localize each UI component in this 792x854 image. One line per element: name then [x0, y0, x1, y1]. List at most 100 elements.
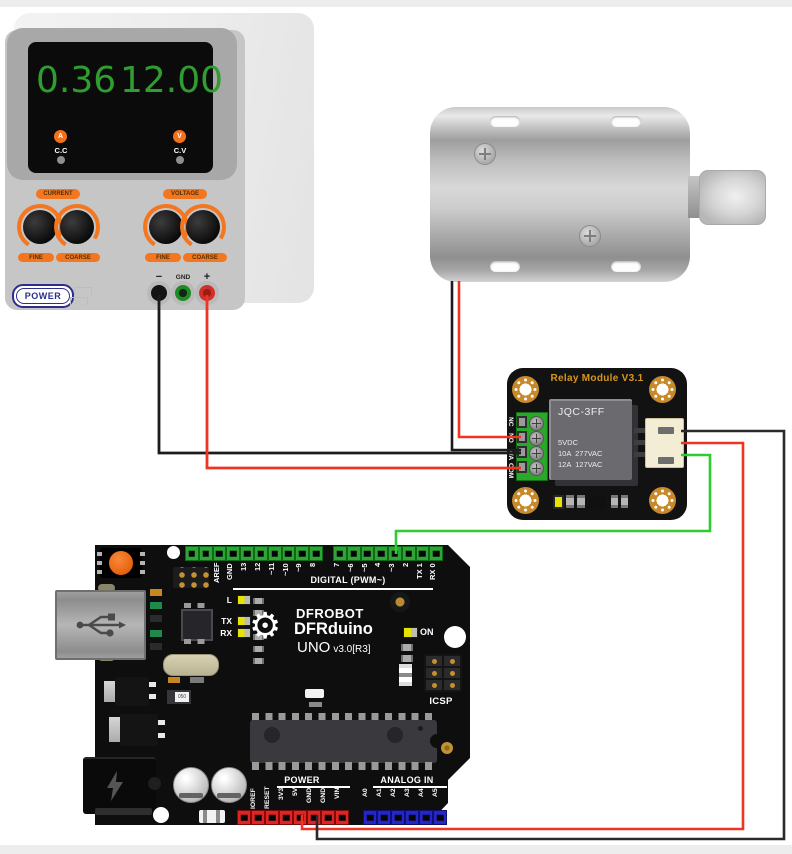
terminal-screw — [529, 446, 544, 461]
smd-part — [253, 610, 264, 616]
electrolytic-capacitor — [173, 767, 209, 803]
dc-power-jack[interactable] — [83, 757, 156, 814]
usb-icon — [76, 613, 126, 637]
current-coarse-knob[interactable] — [60, 210, 94, 244]
icsp-header[interactable] — [424, 654, 462, 692]
amp-indicator-icon: A — [54, 130, 67, 143]
digital-underline — [233, 588, 433, 590]
relay-title: Relay Module V3.1 — [550, 373, 644, 384]
terminal-wire-slot — [517, 431, 527, 443]
aux-header — [173, 567, 209, 588]
smd-part — [309, 702, 322, 707]
solenoid-screw — [579, 225, 601, 247]
regulator-pin — [158, 733, 165, 738]
square-wave-icon — [70, 297, 88, 305]
relay-component: JQC-3FF 5VDC 10A 277VAC 12A 127VAC — [549, 399, 632, 480]
header-pin[interactable] — [309, 546, 323, 561]
relay-spec: 10A 277VAC — [558, 449, 603, 458]
mounting-hole — [512, 376, 539, 403]
led-l-label: L — [226, 595, 232, 605]
board-hole — [444, 626, 466, 648]
power-button[interactable]: POWER — [12, 284, 74, 308]
terminal-wire-slot — [517, 461, 527, 473]
minus-terminal[interactable] — [147, 281, 171, 305]
jst-pin — [634, 440, 646, 445]
solenoid-latch — [699, 170, 766, 225]
wire-psu-plus-to-relay — [205, 295, 521, 470]
diode-part: 050 — [167, 690, 191, 704]
on-label: ON — [420, 627, 434, 637]
qfp-pins — [184, 639, 206, 644]
smd-capacitor — [399, 664, 412, 686]
smd-resistor — [566, 495, 574, 508]
wire-solenoid-black — [450, 281, 521, 452]
smd-part — [253, 646, 264, 652]
brand-dfrobot: DFROBOT — [296, 606, 364, 621]
regulator-tab — [109, 717, 120, 742]
smd-capacitor — [199, 810, 225, 823]
relay-spec: 5VDC — [558, 438, 579, 447]
analog-caption-line — [373, 786, 447, 788]
volt-indicator-icon: V — [173, 130, 186, 143]
wire-relay-gnd-black — [315, 429, 786, 841]
reset-button[interactable] — [109, 551, 133, 575]
jst-connector[interactable] — [645, 418, 684, 468]
led-l — [237, 595, 251, 605]
led-rx — [237, 628, 251, 638]
power-header[interactable] — [237, 810, 349, 825]
gear-icon: ⚙ — [249, 605, 282, 646]
mounting-hole — [512, 487, 539, 514]
board-hole — [153, 807, 169, 823]
smd-part — [150, 589, 162, 596]
current-fine-knob[interactable] — [23, 210, 57, 244]
terminal-screw — [529, 461, 544, 476]
regulator-tab — [104, 681, 115, 702]
current-coarse-label: COARSE — [56, 253, 100, 262]
gnd-terminal[interactable] — [171, 281, 195, 305]
brand-uno-name: UNO — [297, 639, 331, 656]
wire-relay-vcc-red — [300, 441, 745, 831]
smd-part — [150, 630, 162, 637]
top-edge-strip — [0, 0, 792, 7]
qfp-pins — [184, 603, 206, 608]
square-wave-icon — [74, 287, 92, 295]
smd-part — [401, 644, 413, 651]
smd-resistor — [621, 495, 628, 508]
terminal-screw — [529, 431, 544, 446]
diode-label: 050 — [175, 692, 189, 702]
wire-relay-signal-green — [394, 453, 712, 554]
cv-indicator-dot — [176, 156, 184, 164]
voltage-regulator — [115, 677, 149, 706]
wire-solenoid-red — [457, 281, 521, 439]
dip-pins-top — [252, 713, 435, 721]
mounting-hole — [649, 376, 676, 403]
header-pin[interactable] — [433, 810, 447, 825]
voltage-coarse-knob[interactable] — [186, 210, 220, 244]
crystal-oscillator — [163, 654, 219, 676]
regulator-pin — [149, 682, 156, 687]
brand-uno-version: v3.0[R3] — [333, 644, 371, 655]
digital-header-2[interactable] — [333, 546, 443, 561]
voltage-fine-knob[interactable] — [149, 210, 183, 244]
header-pin[interactable] — [335, 810, 349, 825]
voltage-fine-label: FINE — [145, 253, 181, 262]
smd-part — [253, 598, 264, 604]
brand-uno: UNO v3.0[R3] — [297, 640, 371, 655]
current-fine-label: FINE — [18, 253, 54, 262]
led-tx-label: TX — [221, 616, 232, 626]
analog-caption: ANALOG IN — [380, 775, 434, 785]
regulator-pin — [158, 720, 165, 725]
usb-connector[interactable] — [55, 590, 146, 660]
digital-header-1[interactable] — [185, 546, 323, 561]
solenoid-screw — [474, 143, 496, 165]
analog-header[interactable] — [363, 810, 447, 825]
brand-dfrduino: DFRduino — [294, 620, 373, 638]
header-pin[interactable] — [429, 546, 443, 561]
terminal-wire-slot — [517, 416, 527, 428]
terminal-wire-slot — [517, 446, 527, 458]
psu-display: 0.36 12.00 A C.C V C.V — [28, 42, 223, 173]
smd-part — [305, 689, 324, 698]
smd-resistor — [611, 495, 618, 508]
smd-part — [401, 655, 413, 662]
